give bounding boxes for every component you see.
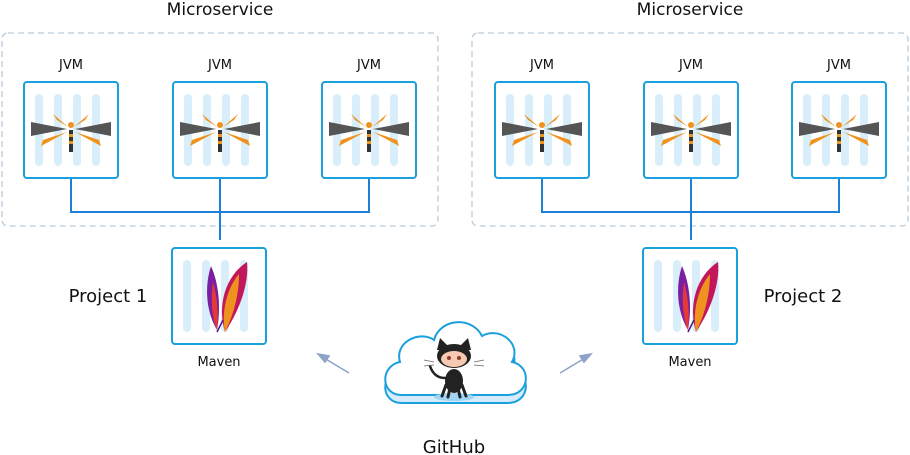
jvm-node	[172, 81, 268, 179]
maven-node-2	[642, 247, 738, 345]
jvm-node	[643, 81, 739, 179]
jvm-node	[791, 81, 887, 179]
group-title-1: Microservice	[167, 0, 274, 20]
connector-lines-1	[70, 178, 370, 240]
jvm-node	[494, 81, 590, 179]
jvm-label: JVM	[207, 58, 232, 73]
group-title-2: Microservice	[637, 0, 744, 20]
jvm-label: JVM	[58, 58, 83, 73]
maven-node-1	[171, 247, 267, 345]
jvm-node	[321, 81, 417, 179]
jvm-label: JVM	[678, 58, 703, 73]
maven-label-2: Maven	[668, 355, 711, 370]
arrow-to-project-2	[559, 352, 594, 374]
jvm-node	[23, 81, 119, 179]
project-label-1: Project 1	[69, 286, 148, 307]
maven-label-1: Maven	[197, 355, 240, 370]
octocat-icon	[423, 338, 485, 401]
connector-lines-2	[541, 178, 840, 240]
jvm-label: JVM	[529, 58, 554, 73]
github-label: GitHub	[423, 437, 485, 455]
project-label-2: Project 2	[764, 286, 843, 307]
jvm-label: JVM	[826, 58, 851, 73]
jvm-label: JVM	[356, 58, 381, 73]
arrow-to-project-1	[315, 352, 350, 374]
